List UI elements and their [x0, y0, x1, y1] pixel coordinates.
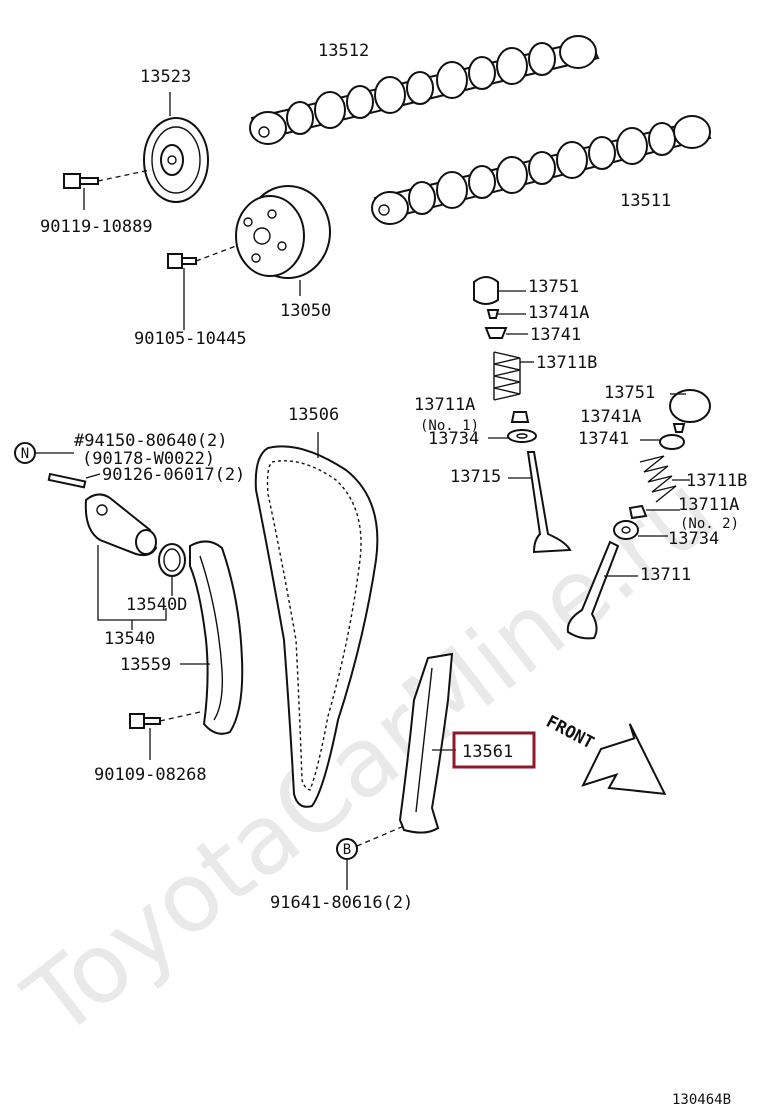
spring-13711B-b[interactable] — [639, 455, 677, 503]
label-13559: 13559 — [120, 655, 171, 675]
keeper-13741A-a[interactable] — [486, 309, 500, 319]
label-90178-W0022: (90178-W0022) — [82, 449, 215, 469]
label-90119-10889: 90119-10889 — [40, 217, 153, 237]
bolt-90119-10889[interactable] — [63, 173, 99, 189]
label-13751-a: 13751 — [528, 277, 579, 297]
spring-13711B-a[interactable] — [493, 351, 521, 401]
chain-guide-13561[interactable] — [398, 652, 454, 834]
label-13711B-b: 13711B — [686, 471, 747, 491]
washer-13734-b[interactable] — [613, 520, 639, 540]
highlight-box-13561 — [452, 731, 536, 769]
label-13711: 13711 — [640, 565, 691, 585]
retainer-13741-b[interactable] — [659, 434, 685, 450]
label-13741-a: 13741 — [530, 325, 581, 345]
label-13512: 13512 — [318, 41, 369, 61]
bolt-90109-08268[interactable] — [129, 713, 161, 729]
label-13540D: 13540D — [126, 595, 187, 615]
label-13506: 13506 — [288, 405, 339, 425]
label-13741-b: 13741 — [578, 429, 629, 449]
label-no2: (No. 2) — [680, 516, 739, 532]
gasket-13540D[interactable] — [158, 543, 186, 577]
label-13711B-a: 13711B — [536, 353, 597, 373]
label-90105-10445: 90105-10445 — [134, 329, 247, 349]
label-13511: 13511 — [620, 191, 671, 211]
camshaft-13512[interactable] — [249, 35, 600, 145]
label-13741A-b: 13741A — [580, 407, 641, 427]
sprocket-13523[interactable] — [143, 117, 209, 203]
label-13711A-a: 13711A — [414, 395, 475, 415]
label-90109-08268: 90109-08268 — [94, 765, 207, 785]
svg-text:N: N — [21, 446, 29, 462]
label-13715: 13715 — [450, 467, 501, 487]
svg-text:B: B — [343, 842, 351, 858]
label-90126-06017: 90126-06017(2) — [102, 465, 245, 485]
label-13540: 13540 — [104, 629, 155, 649]
marker-N: N — [14, 442, 36, 464]
label-13561[interactable]: 13561 — [462, 742, 513, 762]
bolt-90105-10445[interactable] — [167, 253, 197, 269]
valve-13711[interactable] — [566, 540, 620, 640]
keeper-13741A-b[interactable] — [672, 423, 686, 433]
label-13523: 13523 — [140, 67, 191, 87]
label-91641-80616: 91641-80616(2) — [270, 893, 413, 913]
label-94150-80640: #94150-80640(2) — [74, 431, 228, 451]
label-13050: 13050 — [280, 301, 331, 321]
valve-13715[interactable] — [526, 451, 572, 554]
label-13734-a: 13734 — [428, 429, 479, 449]
lifter-13751-b[interactable] — [669, 389, 711, 423]
front-label: FRONT — [543, 712, 598, 754]
camshaft-13511[interactable] — [371, 115, 712, 225]
label-13734-b: 13734 — [668, 529, 719, 549]
label-13741A-a: 13741A — [528, 303, 589, 323]
seal-13711A-no2[interactable] — [628, 504, 648, 520]
vvt-gear-13050[interactable] — [235, 185, 331, 279]
lifter-13751-a[interactable] — [473, 276, 499, 305]
tensioner-13540[interactable] — [84, 493, 158, 557]
seal-13711A-no1[interactable] — [510, 411, 530, 423]
label-13751-b: 13751 — [604, 383, 655, 403]
retainer-13741-a[interactable] — [484, 327, 508, 339]
label-no1: (No. 1) — [420, 418, 479, 434]
chain-slipper-13559[interactable] — [189, 540, 244, 735]
label-13711A-b: 13711A — [678, 495, 739, 515]
timing-chain-13506[interactable] — [254, 445, 379, 808]
front-arrow: FRONT — [543, 712, 667, 795]
washer-13734-a[interactable] — [507, 429, 537, 443]
marker-B: B — [336, 838, 358, 860]
diagram-id: 130464B — [672, 1092, 731, 1108]
stud-90126-06017[interactable] — [47, 472, 87, 489]
